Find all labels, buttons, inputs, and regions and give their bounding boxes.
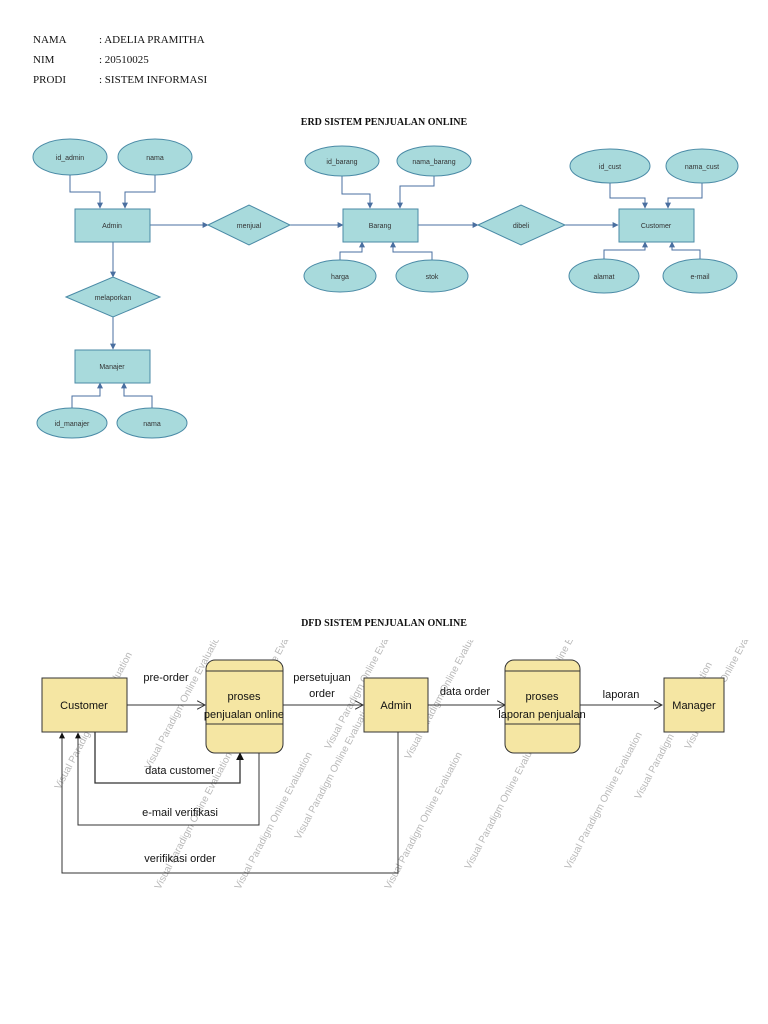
attr-nama-manajer: [116, 407, 188, 439]
student-info: NAMA : ADELIA PRAMITHA NIM : 20510025 PR…: [33, 32, 207, 92]
dfd-flow-label-email-verifikasi: e-mail verifikasi: [142, 807, 218, 819]
edge-id-cust: [609, 182, 648, 209]
nim-label: NIM: [33, 54, 55, 66]
erd-diagram: id_admin nama id_barang nama_barang harg…: [32, 138, 739, 439]
dfd-label-customer: Customer: [60, 700, 108, 712]
dfd-label-manager: Manager: [672, 700, 716, 712]
nama-label: NAMA: [33, 34, 67, 46]
label-nama-admin: nama: [146, 155, 164, 162]
attr-nama-barang: [396, 145, 472, 177]
dfd-label-admin: Admin: [380, 700, 411, 712]
prodi-value: : SISTEM INFORMASI: [99, 74, 208, 86]
relation-dibeli: [476, 204, 567, 246]
label-email: e-mail: [690, 274, 710, 281]
dfd-diagram: Visual Paradigm Online EvaluationVisual …: [41, 640, 765, 890]
edge-nama-barang: [397, 174, 435, 209]
prodi-label: PRODI: [33, 74, 67, 86]
label-id-cust: id_cust: [599, 164, 621, 171]
edge-harga: [339, 241, 365, 260]
info-row-nama: NAMA : ADELIA PRAMITHA: [33, 32, 207, 52]
entity-barang: [342, 208, 419, 243]
edge-id-admin: [69, 174, 103, 209]
attr-id-admin: [32, 138, 108, 176]
label-stok: stok: [426, 274, 439, 281]
flow-verifikasi-order: [59, 732, 399, 874]
label-id-manajer: id_manajer: [55, 421, 90, 428]
attr-nama-cust: [665, 148, 739, 184]
dfd-flow-label-verifikasi-order: verifikasi order: [144, 853, 216, 865]
label-id-admin: id_admin: [56, 155, 85, 162]
dfd-flow-label-persetujuan-2: order: [309, 688, 335, 700]
label-relation-melaporkan: melaporkan: [95, 295, 132, 302]
attr-email: [662, 258, 738, 294]
dfd-flow-label-data-order: data order: [440, 686, 490, 698]
attr-id-manajer: [36, 407, 108, 439]
label-harga: harga: [331, 274, 349, 281]
nim-value: : 20510025: [99, 54, 149, 66]
watermark-text: Visual Paradigm Online Evaluation: [383, 750, 465, 890]
label-relation-dibeli: dibeli: [513, 223, 530, 230]
dfd-flow-label-laporan: laporan: [603, 689, 640, 701]
dfd-title: DFD SISTEM PENJUALAN ONLINE: [301, 618, 467, 629]
edge-nama-cust: [665, 182, 703, 209]
entity-customer: [618, 208, 695, 243]
edge-id-manajer: [71, 382, 103, 408]
edge-alamat: [603, 241, 648, 260]
relation-melaporkan: [64, 276, 162, 318]
attr-stok: [395, 259, 469, 293]
dfd-label-p2-line2: laporan penjualan: [498, 709, 585, 721]
edge-id-barang: [341, 174, 373, 209]
dfd-label-p1-line1: proses: [227, 691, 261, 703]
dfd-entity-admin: [363, 677, 429, 733]
label-entity-barang: Barang: [369, 223, 392, 230]
entity-manajer: [74, 349, 151, 384]
nama-value: : ADELIA PRAMITHA: [99, 34, 205, 46]
entity-admin: [74, 208, 151, 243]
dfd-label-p2-line1: proses: [525, 691, 559, 703]
label-nama-barang: nama_barang: [412, 159, 455, 166]
attr-harga: [303, 259, 377, 293]
dfd-entity-customer: [41, 677, 128, 733]
label-relation-menjual: menjual: [237, 223, 262, 230]
label-nama-cust: nama_cust: [685, 164, 719, 171]
label-entity-manajer: Manajer: [99, 364, 125, 371]
attr-nama-admin: [117, 138, 193, 176]
dfd-flow-label-persetujuan-1: persetujuan: [293, 672, 351, 684]
dfd-flow-label-pre-order: pre-order: [143, 672, 189, 684]
label-entity-customer: Customer: [641, 223, 672, 230]
dfd-process-penjualan: [205, 659, 284, 754]
attr-id-barang: [304, 145, 380, 177]
info-row-prodi: PRODI : SISTEM INFORMASI: [33, 72, 207, 92]
label-entity-admin: Admin: [102, 223, 122, 230]
dfd-label-p1-line2: penjualan online: [204, 709, 284, 721]
attr-alamat: [568, 258, 640, 294]
edge-nama-manajer: [121, 382, 153, 408]
edge-stok: [390, 241, 433, 260]
erd-title: ERD SISTEM PENJUALAN ONLINE: [300, 117, 468, 128]
label-alamat: alamat: [593, 274, 614, 281]
dfd-flow-label-data-customer: data customer: [145, 765, 215, 777]
info-row-nim: NIM : 20510025: [33, 52, 207, 72]
flow-data-customer: [94, 732, 244, 784]
flow-email-verifikasi: [75, 732, 260, 826]
relation-menjual: [206, 204, 292, 246]
label-nama-manajer: nama: [143, 421, 161, 428]
dfd-entity-manager: [663, 677, 725, 733]
attr-id-cust: [569, 148, 651, 184]
edge-nama-admin: [122, 174, 156, 209]
dfd-process-laporan: [504, 659, 581, 754]
edge-email: [669, 241, 701, 260]
label-id-barang: id_barang: [326, 159, 357, 166]
